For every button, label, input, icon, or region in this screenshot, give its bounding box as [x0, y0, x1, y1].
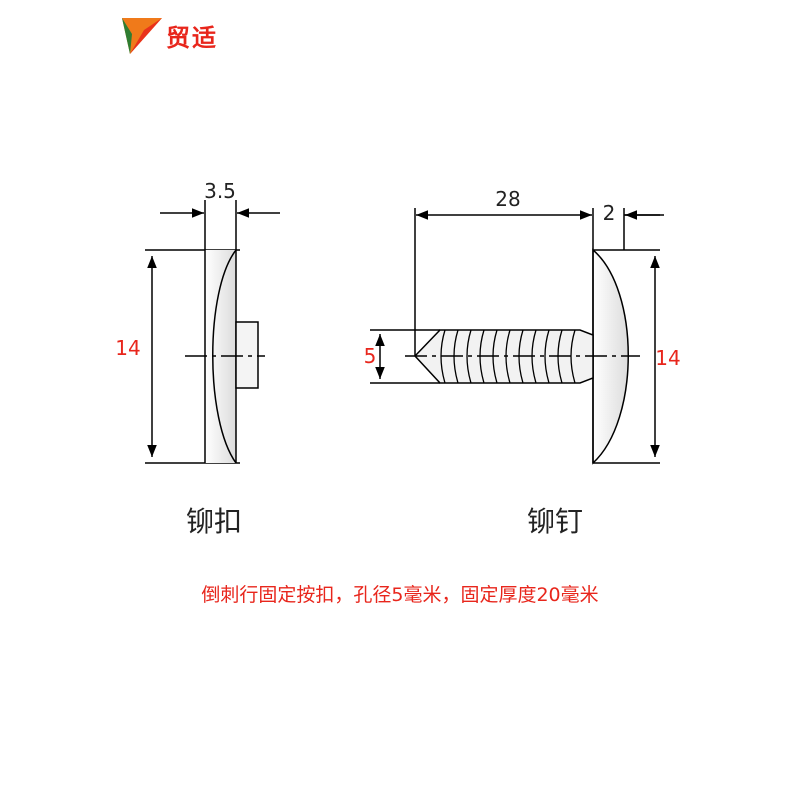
rivet-cap-drawing: [145, 200, 280, 464]
rivet-cap-title: 铆扣: [186, 505, 243, 538]
rivet-nail-head-thickness-label: 2: [603, 201, 616, 225]
rivet-nail-drawing: [370, 208, 664, 465]
rivet-nail-diameter-label: 14: [655, 346, 680, 370]
rivet-nail-shank-label: 5: [364, 344, 377, 368]
rivet-nail-length-label: 28: [495, 187, 520, 211]
rivet-cap-thickness-label: 3.5: [204, 179, 236, 203]
rivet-cap-diameter-label: 14: [115, 336, 140, 360]
brand-logo-icon: [122, 18, 162, 54]
rivet-nail-title: 铆钉: [527, 505, 584, 538]
product-caption: 倒刺行固定按扣，孔径5毫米，固定厚度20毫米: [201, 584, 599, 606]
brand-logo-text: 贸适: [166, 24, 218, 52]
